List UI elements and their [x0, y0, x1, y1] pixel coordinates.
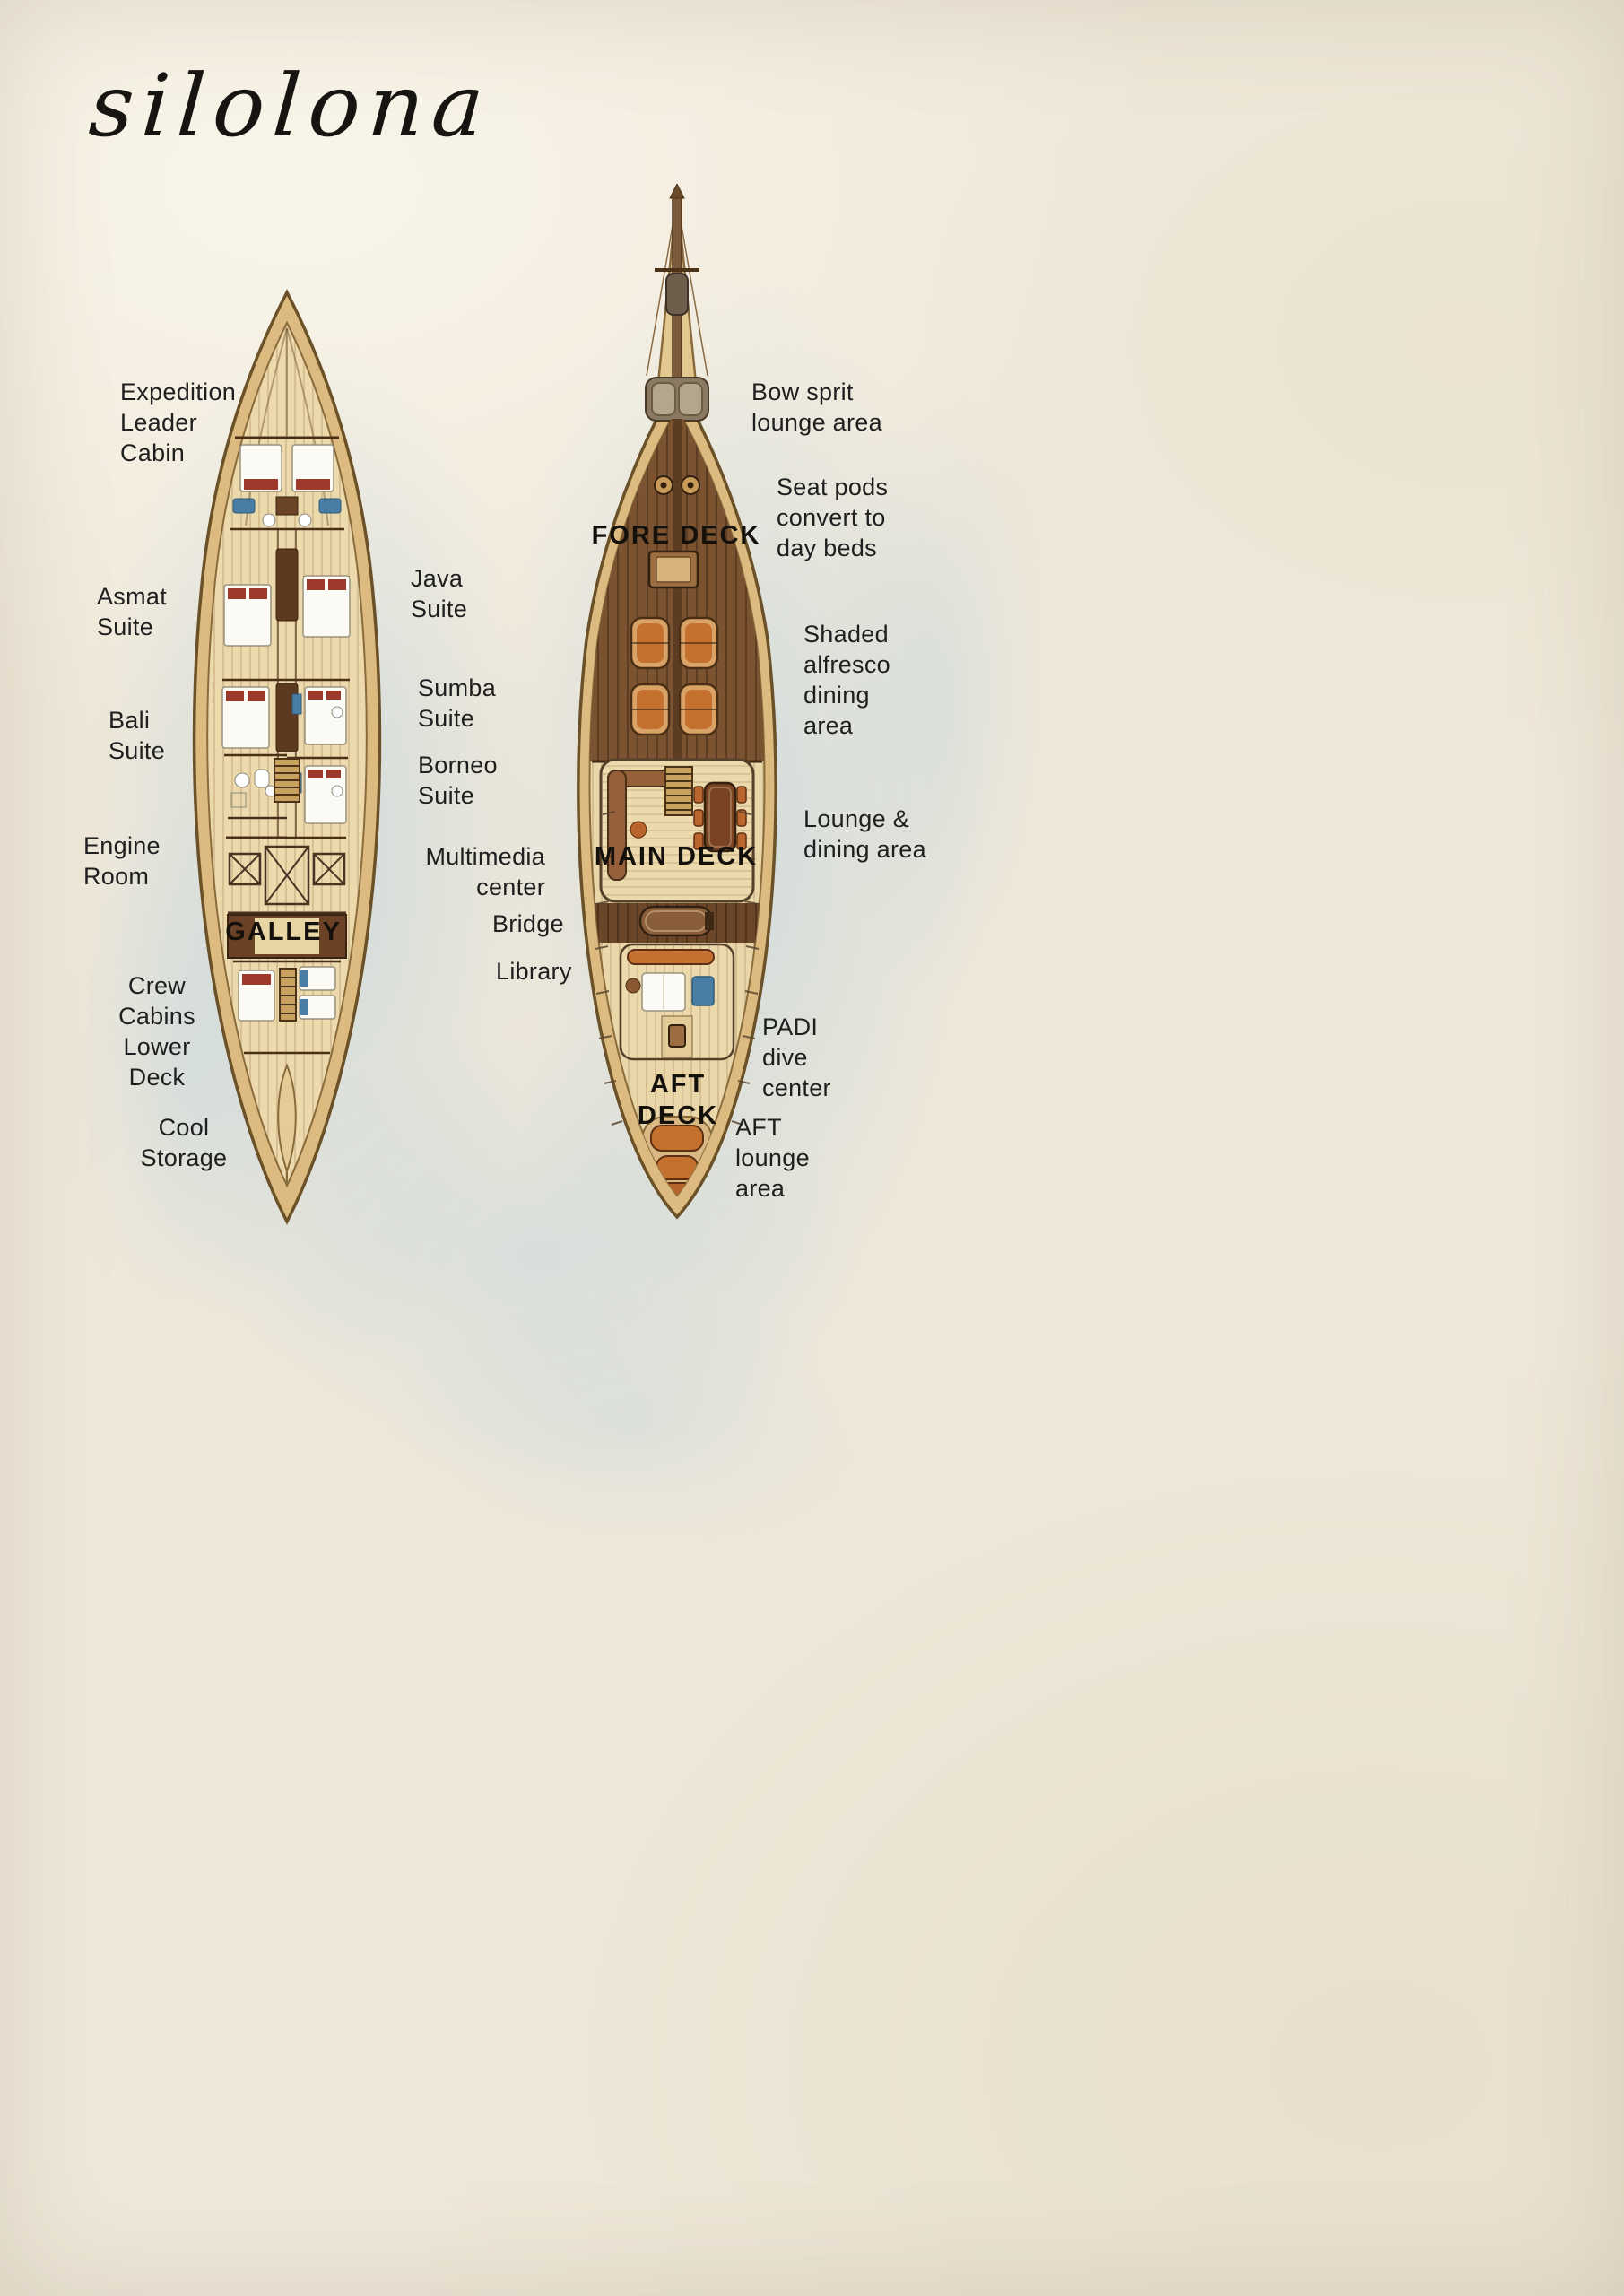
bow-pad: [651, 382, 676, 416]
label-engine-room: Engine Room: [83, 832, 161, 890]
dining-table: [693, 781, 747, 853]
lower-deck-plan: [192, 289, 382, 1225]
aft-lounge-house: [619, 943, 735, 1061]
engine-room: [226, 836, 346, 915]
side-table: [625, 978, 641, 994]
label-asmat-suite: Asmat Suite: [97, 583, 168, 640]
bed-icon: [304, 765, 347, 824]
label-main-deck: MAIN DECK: [594, 842, 759, 871]
crew-cabins: [233, 960, 341, 1055]
label-bali-suite: Bali Suite: [109, 707, 166, 764]
label-galley: GALLEY: [225, 918, 342, 946]
seat-pods: [630, 616, 719, 736]
toilet-icon: [254, 769, 270, 788]
fore-deck: [589, 419, 765, 763]
wardrobe: [275, 683, 299, 752]
bed-icon: [223, 584, 272, 647]
expedition-leader-cabin: [232, 436, 342, 527]
bow-pad: [678, 382, 703, 416]
galley: [227, 914, 347, 959]
sink-icon: [234, 772, 250, 788]
ladder: [279, 968, 297, 1022]
lounge-sofa: [607, 770, 677, 881]
cool-storage-area: [277, 1063, 297, 1186]
label-bow-sprit: Bow sprit lounge area: [751, 378, 882, 436]
bed-icon: [221, 686, 270, 749]
label-padi-dive-center: PADI dive center: [762, 1013, 831, 1101]
label-alfresco-dining: Shaded alfresco dining area: [803, 621, 890, 739]
label-cool-storage: Cool Storage: [140, 1114, 228, 1171]
blue-pad: [691, 976, 715, 1006]
label-java-suite: Java Suite: [411, 565, 468, 622]
staircase: [664, 766, 693, 816]
label-sumba-suite: Sumba Suite: [418, 674, 497, 732]
label-library: Library: [496, 958, 572, 985]
windlass: [668, 1024, 686, 1048]
label-aft-lounge: AFT lounge area: [735, 1114, 810, 1202]
aft-sofa: [627, 949, 715, 965]
staircase: [274, 758, 300, 803]
seat-pod: [630, 616, 671, 670]
label-multimedia-center: Multimedia center: [425, 843, 545, 900]
label-seat-pods: Seat pods convert to day beds: [777, 474, 889, 561]
tender-dinghy: [638, 905, 714, 937]
upper-deck-plan: [577, 184, 777, 1220]
stool-icon: [630, 821, 647, 839]
label-fore-deck: FORE DECK: [591, 521, 761, 550]
winch-icon: [654, 475, 700, 495]
label-expedition-leader-cabin: Expedition Leader Cabin: [120, 378, 237, 466]
watercolor-wash: [386, 1292, 888, 1561]
page-title: silolona: [86, 56, 495, 156]
label-borneo-suite: Borneo Suite: [418, 752, 498, 809]
furled-sail: [665, 273, 689, 316]
seat-pod: [630, 683, 671, 736]
main-deck-house: [599, 758, 755, 903]
deck-hatch: [647, 550, 699, 589]
bow-sprit: [646, 184, 708, 416]
guest-suites: [221, 527, 351, 839]
label-crew-cabins: Crew Cabins Lower Deck: [118, 972, 195, 1091]
seat-pod: [678, 683, 719, 736]
wardrobe: [275, 548, 299, 622]
label-lounge-dining: Lounge & dining area: [803, 805, 926, 863]
label-aft-deck: AFT DECK: [637, 1070, 719, 1130]
bow-lounge-platform: [645, 377, 709, 422]
label-bridge: Bridge: [492, 910, 564, 937]
bed-icon: [302, 575, 351, 638]
bed-icon: [304, 686, 347, 745]
seat-pod: [678, 616, 719, 670]
stern-cushion: [650, 1125, 704, 1152]
gunwale-railing: [595, 811, 760, 1126]
